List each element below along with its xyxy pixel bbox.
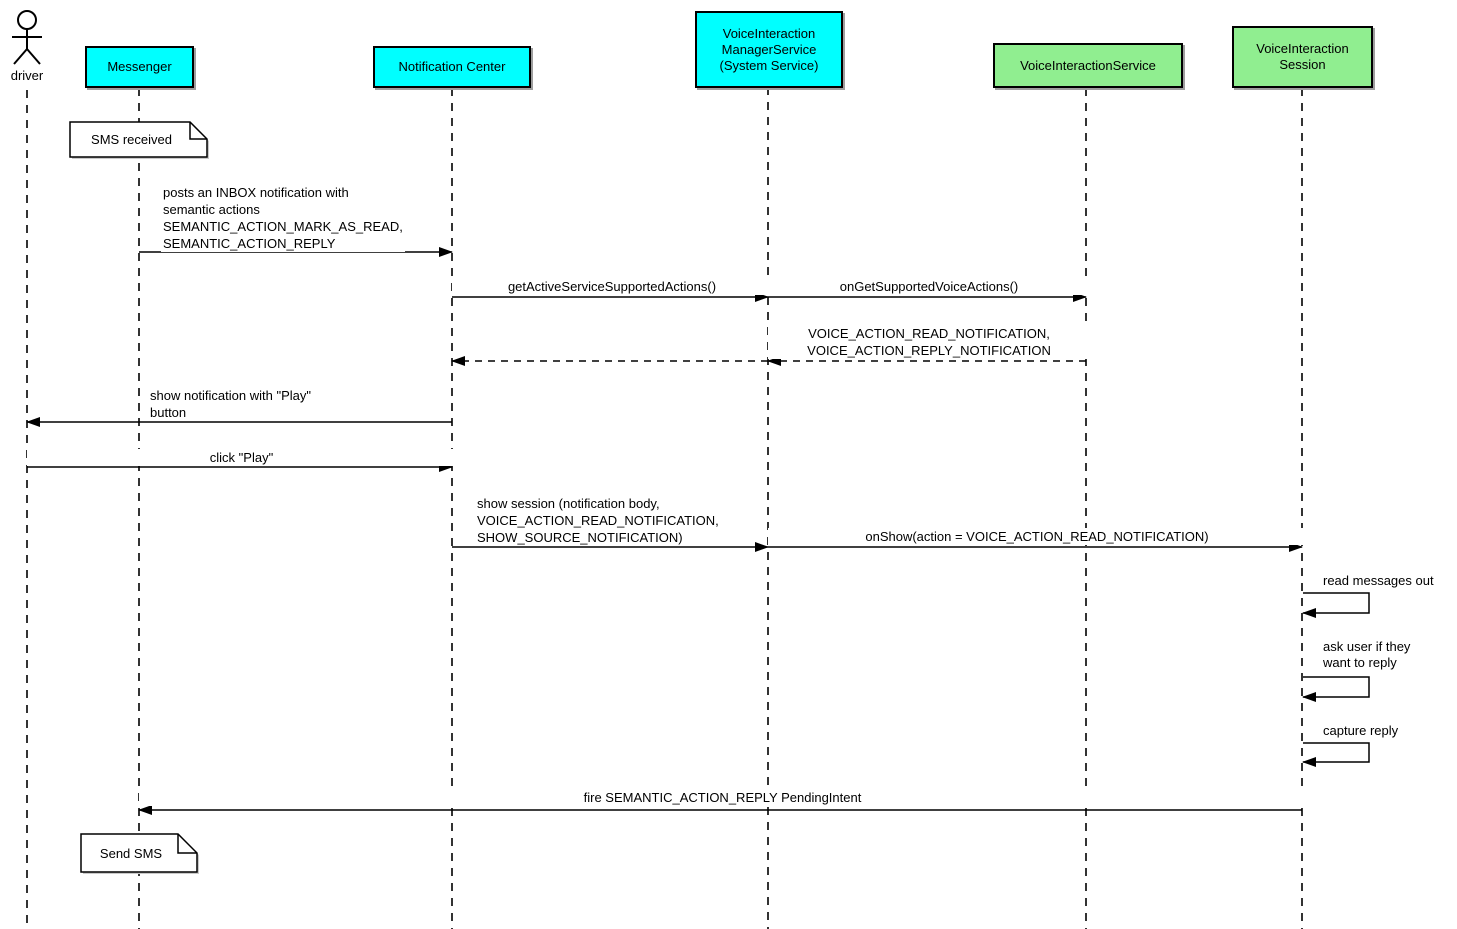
message-label-read-messages-out: read messages out [1321,572,1436,589]
message-label-show-notification: show notification with "Play" button [148,387,313,421]
participant-notification-center: Notification Center [373,46,531,88]
message-label-on-show: onShow(action = VOICE_ACTION_READ_NOTIFI… [768,528,1306,545]
message-label-get-active-service-supported-actions: getActiveServiceSupportedActions() [452,278,772,295]
note-fold-icon [189,122,207,140]
participant-voice-interaction-manager-service: VoiceInteraction ManagerService (System … [695,11,843,88]
participant-messenger: Messenger [85,46,194,88]
message-label-posts-inbox-notification: posts an INBOX notification with semanti… [161,184,405,252]
note-sms-received-shape [69,121,209,159]
message-label-ask-user-reply: ask user if they want to reply [1321,639,1413,671]
message-label-click-play: click "Play" [27,449,456,466]
arrow-self-read-messages [1302,592,1370,618]
message-label-capture-reply: capture reply [1321,722,1401,739]
arrow-self-ask-user [1302,676,1370,702]
message-label-on-get-supported-voice-actions: onGetSupportedVoiceActions() [768,278,1090,295]
message-label-show-session: show session (notification body, VOICE_A… [475,495,721,546]
note-send-sms: Send SMS [99,845,163,861]
participant-voice-interaction-service: VoiceInteractionService [993,43,1183,88]
note-send-sms-shape [80,833,199,874]
note-fold-icon [177,834,197,854]
message-label-fire-pending-intent: fire SEMANTIC_ACTION_REPLY PendingIntent [139,789,1306,806]
message-label-return-voice-actions: VOICE_ACTION_READ_NOTIFICATION, VOICE_AC… [768,325,1090,359]
actor-label: driver [10,68,44,83]
participant-voice-interaction-session: VoiceInteraction Session [1232,26,1373,88]
actor-icon [12,10,42,65]
arrow-self-capture-reply [1302,742,1370,767]
note-sms-received: SMS received [91,132,172,147]
